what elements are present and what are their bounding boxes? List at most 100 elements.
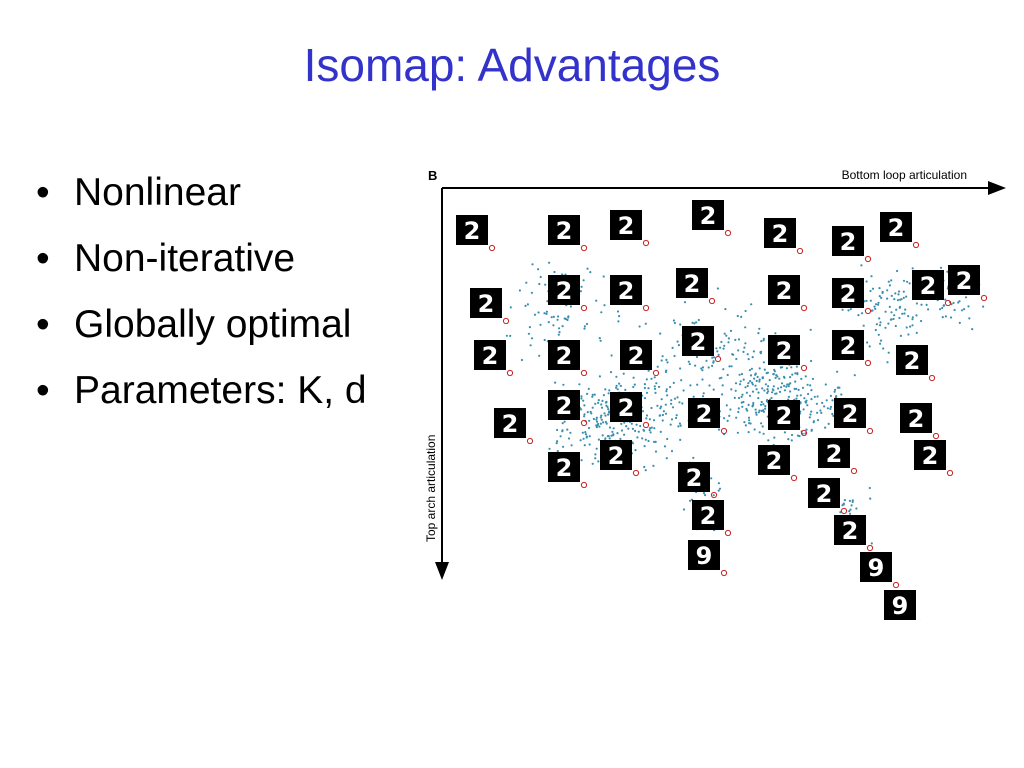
scatter-point [707,366,710,369]
scatter-point [754,411,758,414]
scatter-point [609,371,613,374]
scatter-point [806,383,809,386]
scatter-point [827,422,830,425]
scatter-point [615,386,618,389]
bullet-text: Non-iterative [74,237,296,280]
scatter-point [681,402,684,405]
scatter-point [896,299,900,302]
scatter-point [622,372,625,375]
scatter-point [767,439,770,442]
scatter-point [758,409,761,412]
scatter-point [791,373,794,376]
digit-thumbnail: 2 [682,326,722,363]
scatter-point [758,327,761,330]
thumbnail-marker [980,294,988,302]
scatter-point [890,294,893,297]
scatter-point [779,366,782,369]
scatter-point [762,403,765,406]
scatter-point [905,326,908,329]
scatter-point [736,314,739,318]
scatter-point [801,386,805,389]
scatter-point [545,312,548,315]
scatter-point [731,353,734,356]
scatter-point [637,430,640,433]
scatter-point [711,356,714,359]
scatter-point [753,428,756,431]
thumbnail-digit: 2 [482,342,499,370]
scatter-point [643,383,646,386]
scatter-point [679,367,682,370]
scatter-point [599,416,602,419]
bullet-item: •Globally optimal [36,303,352,346]
scatter-point [718,487,722,490]
scatter-point [774,376,777,379]
thumbnail-marker [502,317,510,325]
scatter-point [525,281,528,284]
scatter-point [618,315,621,318]
scatter-point [759,352,762,355]
scatter-point [737,410,740,414]
scatter-point [566,318,569,322]
scatter-point [675,416,678,420]
scatter-point [870,275,873,278]
scatter-point [638,325,641,328]
scatter-point [567,437,571,440]
scatter-point [809,328,812,331]
scatter-point [763,368,766,371]
scatter-point [583,327,586,330]
thumbnail-marker [708,297,716,305]
scatter-point [671,346,674,349]
scatter-point [561,430,564,433]
scatter-point [949,316,953,319]
scatter-point [666,361,669,364]
scatter-point [653,376,656,379]
thumbnail-tile [808,478,840,508]
thumbnail-digit: 2 [766,447,783,475]
scatter-point [734,382,738,385]
scatter-point [604,420,607,424]
scatter-point [789,376,792,379]
scatter-point [702,392,705,395]
scatter-point [787,395,790,398]
scatter-point [641,437,644,440]
scatter-point [604,414,607,417]
scatter-point [744,309,747,313]
scatter-point [907,333,910,336]
scatter-point [762,409,765,412]
scatter-point [776,375,779,378]
scatter-point [556,428,559,432]
scatter-point [586,392,589,395]
scatter-point [902,290,905,293]
scatter-point [895,308,898,311]
scatter-point [806,404,809,407]
digit-thumbnail: 2 [548,215,588,252]
scatter-point [901,312,904,315]
digit-thumbnail: 9 [884,590,921,620]
scatter-point [745,407,748,411]
scatter-point [881,291,884,294]
scatter-point [649,427,652,430]
thumbnail-tile [688,540,720,570]
scatter-point [968,317,971,320]
digit-thumbnail: 2 [768,335,808,372]
thumbnail-marker [632,469,640,477]
scatter-point [878,324,882,327]
scatter-point [756,375,759,379]
scatter-point [505,334,508,337]
scatter-point [748,419,751,422]
scatter-point [939,308,942,311]
scatter-point [644,469,647,472]
thumbnail-tile [914,440,946,470]
scatter-point [606,435,609,438]
scatter-point [865,280,868,283]
scatter-point [554,381,557,384]
thumbnail-marker [928,374,936,382]
scatter-point [604,437,607,440]
scatter-point [725,334,728,337]
scatter-point [823,405,826,408]
scatter-point [543,338,546,342]
scatter-point [656,365,659,368]
scatter-point [717,482,720,485]
thumbnail-marker [866,544,874,552]
thumbnail-tile [832,330,864,360]
